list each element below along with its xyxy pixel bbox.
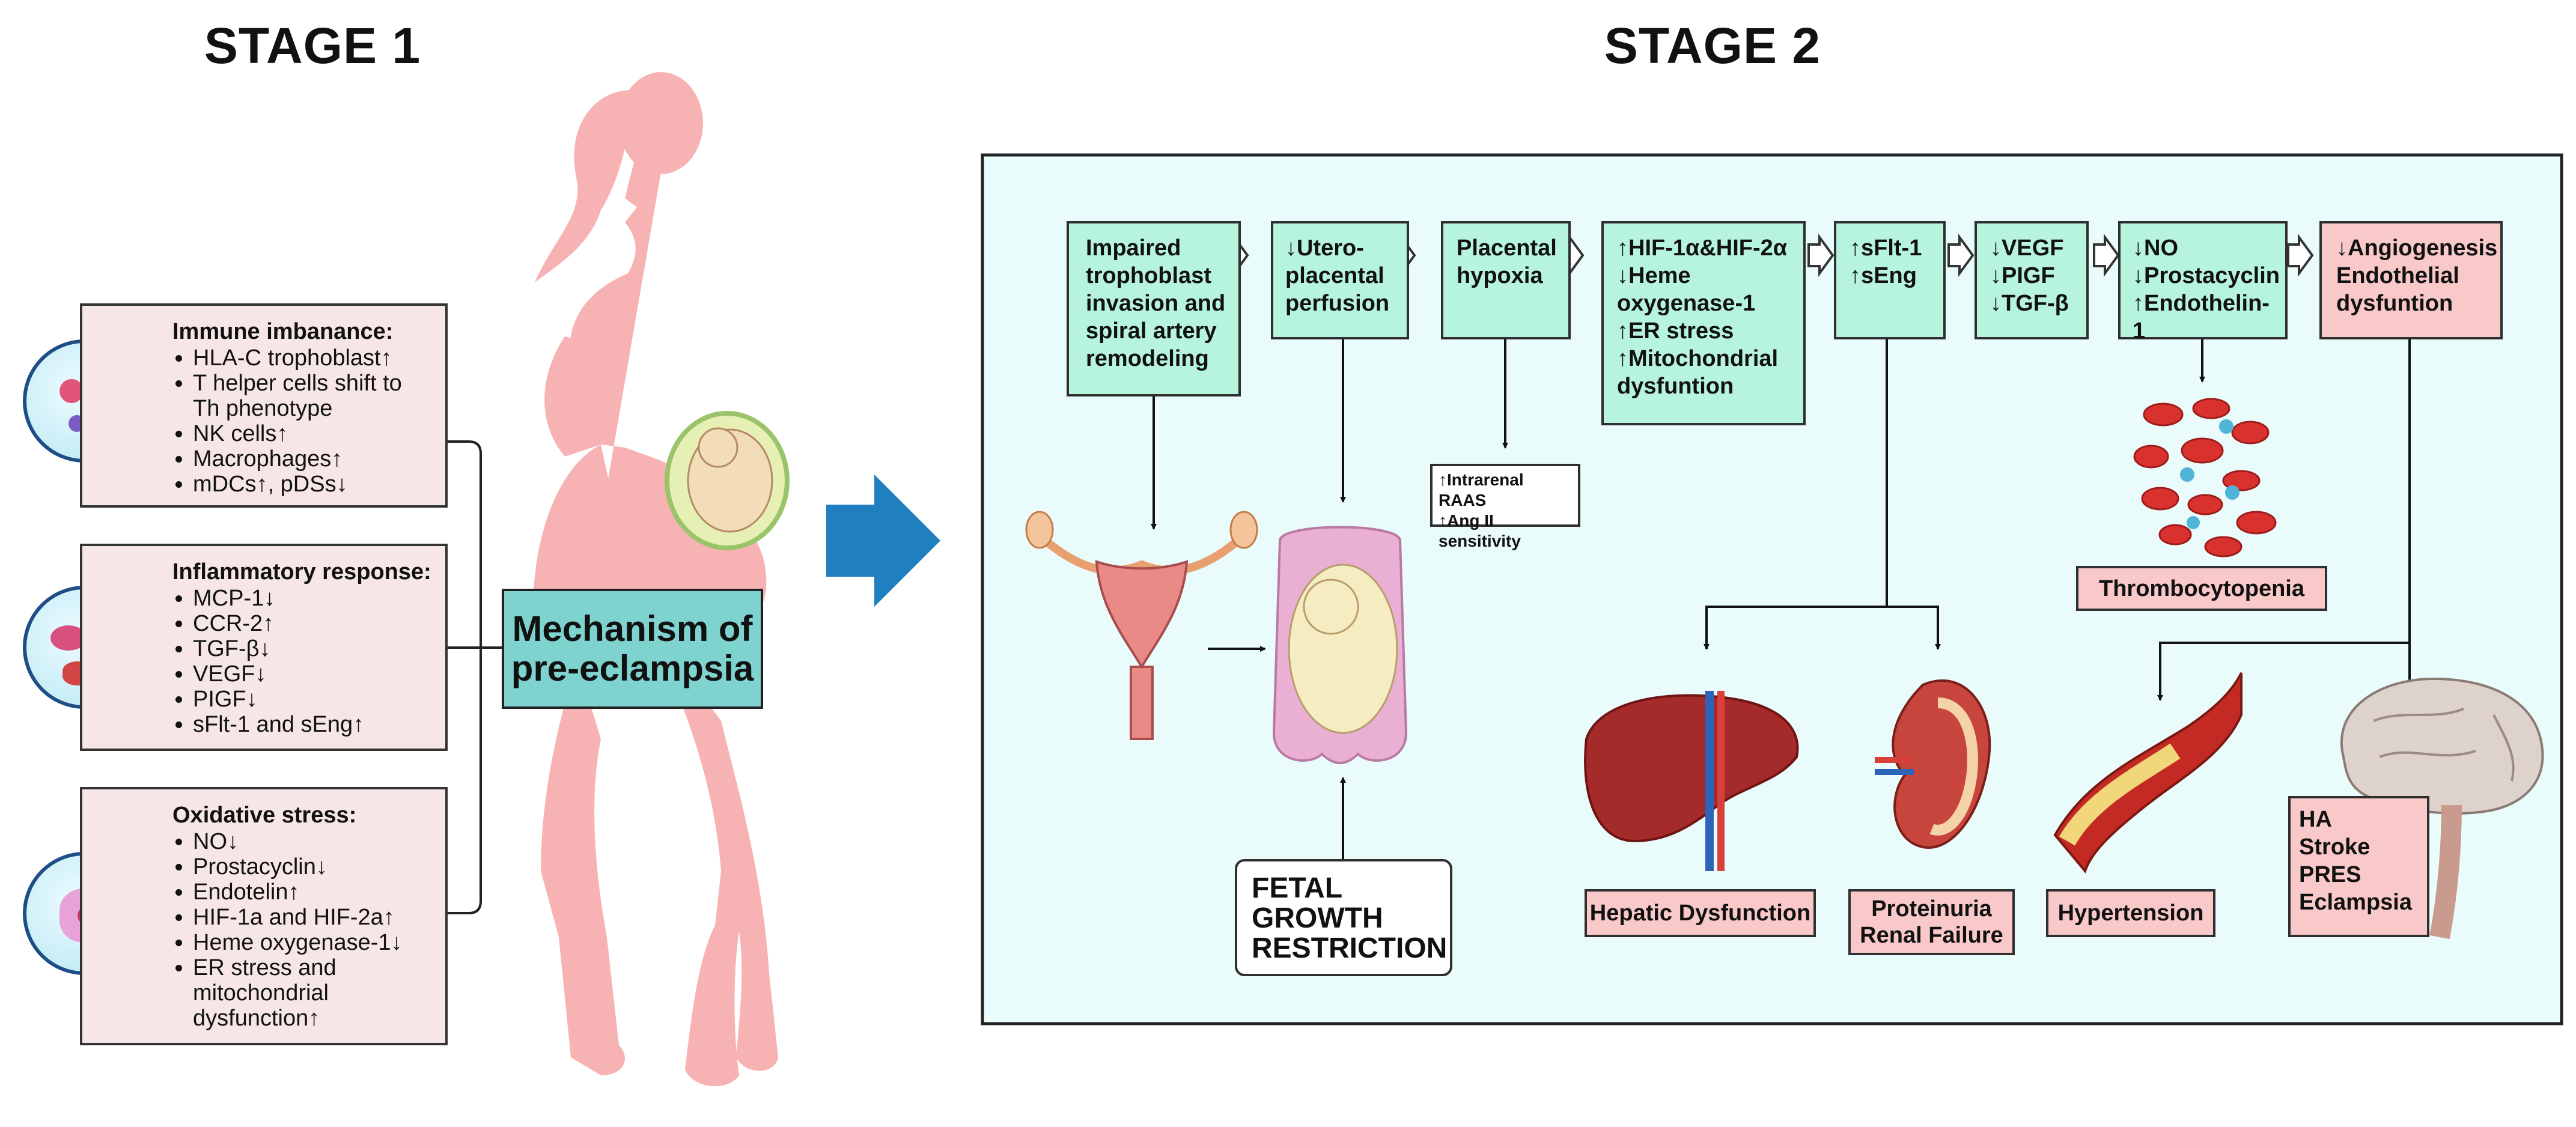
- flow-text: ↑HIF-1α&HIF-2α: [1617, 235, 1788, 261]
- flow-text: ↓TGF-β: [1990, 291, 2069, 316]
- brain-outcomes-label: HA Stroke PRES Eclampsia: [2288, 796, 2429, 937]
- stage-1-title: STAGE 1: [204, 17, 421, 74]
- flow-text: dysfuntion: [2336, 291, 2453, 316]
- flow-text: ↓Angiogenesis: [2336, 235, 2498, 261]
- immune-panel-title: Immune imbanance:: [172, 319, 394, 344]
- brain-illustration: [2340, 677, 2544, 940]
- big-blue-arrow: [826, 475, 940, 607]
- flow-box-impaired-trophoblast: Impaired trophoblast invasion and spiral…: [1067, 221, 1241, 396]
- flow-box-placental-hypoxia: Placental hypoxia: [1441, 221, 1571, 339]
- flow-text: dysfuntion: [1617, 374, 1734, 399]
- list-item: HIF-1a and HIF-2a↑: [193, 905, 433, 930]
- flow-box-sflt1-seng: ↑sFlt-1 ↑sEng: [1834, 221, 1946, 339]
- flow-text: ↑Endothelin-1: [2133, 291, 2270, 344]
- inflammatory-panel-title: Inflammatory response:: [172, 559, 431, 585]
- list-item: Heme oxygenase-1↓: [193, 930, 433, 955]
- fgr-line-3: RESTRICTION: [1252, 932, 1448, 964]
- mechanism-line-1: Mechanism of: [512, 609, 753, 649]
- list-item: Macrophages↑: [193, 446, 433, 472]
- flow-text: ↓Utero-: [1285, 235, 1364, 261]
- list-item: ER stress and mitochondrial dysfunction↑: [193, 955, 433, 1031]
- flow-text: invasion and: [1086, 291, 1226, 316]
- flow-text: perfusion: [1285, 291, 1390, 316]
- list-item: HLA-C trophoblast↑: [193, 345, 433, 371]
- list-item: T helper cells shift to Th phenotype: [193, 371, 433, 421]
- flow-box-no-prostacyclin: ↓NO ↓Prostacyclin ↑Endothelin-1: [2118, 221, 2288, 344]
- flow-text: ↓Prostacyclin: [2133, 263, 2280, 288]
- flow-text: ↓VEGF: [1990, 235, 2064, 261]
- flow-box-angiogenesis: ↓Angiogenesis Endothelial dysfuntion: [2319, 221, 2503, 339]
- flow-text: oxygenase-1: [1617, 291, 1756, 316]
- oxidative-panel-title: Oxidative stress:: [172, 803, 357, 828]
- connector-arrows: [1151, 339, 2413, 859]
- placenta-fetus-illustration: [1272, 526, 1408, 764]
- liver-illustration: [1584, 691, 1799, 871]
- panel-bracket: [448, 440, 508, 914]
- flow-box-uteroplacental-perfusion: ↓Utero- placental perfusion: [1271, 221, 1409, 339]
- brain-line: Eclampsia: [2299, 890, 2412, 915]
- list-item: sFlt-1 and sEng↑: [193, 712, 433, 737]
- flow-text: Impaired: [1086, 235, 1181, 261]
- mechanism-line-2: pre-eclampsia: [511, 648, 754, 688]
- flow-box-vegf-pigf: ↓VEGF ↓PIGF ↓TGF-β: [1975, 221, 2089, 339]
- thrombocytopenia-label: Thrombocytopenia: [2076, 566, 2327, 611]
- list-item: NK cells↑: [193, 421, 433, 446]
- hypertension-label: Hypertension: [2046, 889, 2215, 937]
- kidney-illustration: [1875, 679, 1991, 849]
- list-item: mDCs↑, pDSs↓: [193, 472, 433, 497]
- blood-cells-illustration: [2133, 398, 2277, 557]
- flow-text: ↑ER stress: [1617, 318, 1734, 344]
- flow-text: ↑Mitochondrial: [1617, 346, 1779, 371]
- mechanism-box: Mechanism of pre-eclampsia: [502, 589, 763, 709]
- list-item: TGF-β↓: [193, 636, 433, 661]
- flow-text: Placental: [1457, 235, 1557, 261]
- fetal-growth-restriction-box: FETAL GROWTH RESTRICTION: [1235, 859, 1452, 976]
- oxidative-stress-panel: Oxidative stress: NO↓ Prostacyclin↓ Endo…: [80, 787, 448, 1045]
- flow-text: ↓Heme: [1617, 263, 1691, 288]
- fgr-line-2: GROWTH: [1252, 902, 1383, 934]
- list-item: CCR-2↑: [193, 611, 433, 636]
- fgr-line-1: FETAL: [1252, 872, 1343, 904]
- immune-imbalance-panel: Immune imbanance: HLA-C trophoblast↑ T h…: [80, 303, 448, 508]
- platelets-illustration: [2180, 419, 2240, 529]
- renal-line-1: Proteinuria: [1871, 896, 1992, 922]
- flow-text: placental: [1285, 263, 1384, 288]
- brain-line: PRES: [2299, 862, 2361, 887]
- flow-text: trophoblast: [1086, 263, 1211, 288]
- brain-line: Stroke: [2299, 834, 2370, 860]
- renal-line-2: Renal Failure: [1860, 923, 2003, 948]
- flow-text: hypoxia: [1457, 263, 1543, 288]
- list-item: NO↓: [193, 829, 433, 854]
- inflammatory-response-panel: Inflammatory response: MCP-1↓ CCR-2↑ TGF…: [80, 544, 448, 751]
- pregnant-woman-silhouette: [533, 72, 778, 1087]
- raas-line-2: ↑Ang II sensitivity: [1439, 511, 1521, 550]
- flow-text: spiral artery: [1086, 318, 1217, 344]
- brain-line: HA: [2299, 807, 2332, 832]
- list-item: MCP-1↓: [193, 586, 433, 611]
- hepatic-dysfunction-label: Hepatic Dysfunction: [1585, 889, 1816, 937]
- flow-text: remodeling: [1086, 346, 1209, 371]
- uterus-illustration: [1025, 511, 1258, 740]
- fetus-illustration: [665, 411, 790, 550]
- flow-box-hif: ↑HIF-1α&HIF-2α ↓Heme oxygenase-1 ↑ER str…: [1601, 221, 1806, 425]
- list-item: VEGF↓: [193, 661, 433, 687]
- flow-text: ↑sFlt-1: [1850, 235, 1922, 261]
- flow-text: Endothelial: [2336, 263, 2459, 288]
- raas-line-1: ↑Intrarenal RAAS: [1439, 470, 1524, 509]
- stage-2-title: STAGE 2: [1604, 17, 1821, 74]
- artery-illustration: [2053, 672, 2243, 874]
- list-item: PIGF↓: [193, 687, 433, 712]
- renal-failure-label: Proteinuria Renal Failure: [1848, 889, 2015, 955]
- flow-text: ↓NO: [2133, 235, 2178, 261]
- raas-box: ↑Intrarenal RAAS ↑Ang II sensitivity: [1430, 464, 1580, 550]
- flow-text: ↓PIGF: [1990, 263, 2055, 288]
- list-item: Endotelin↑: [193, 879, 433, 905]
- flow-text: ↑sEng: [1850, 263, 1917, 288]
- list-item: Prostacyclin↓: [193, 854, 433, 879]
